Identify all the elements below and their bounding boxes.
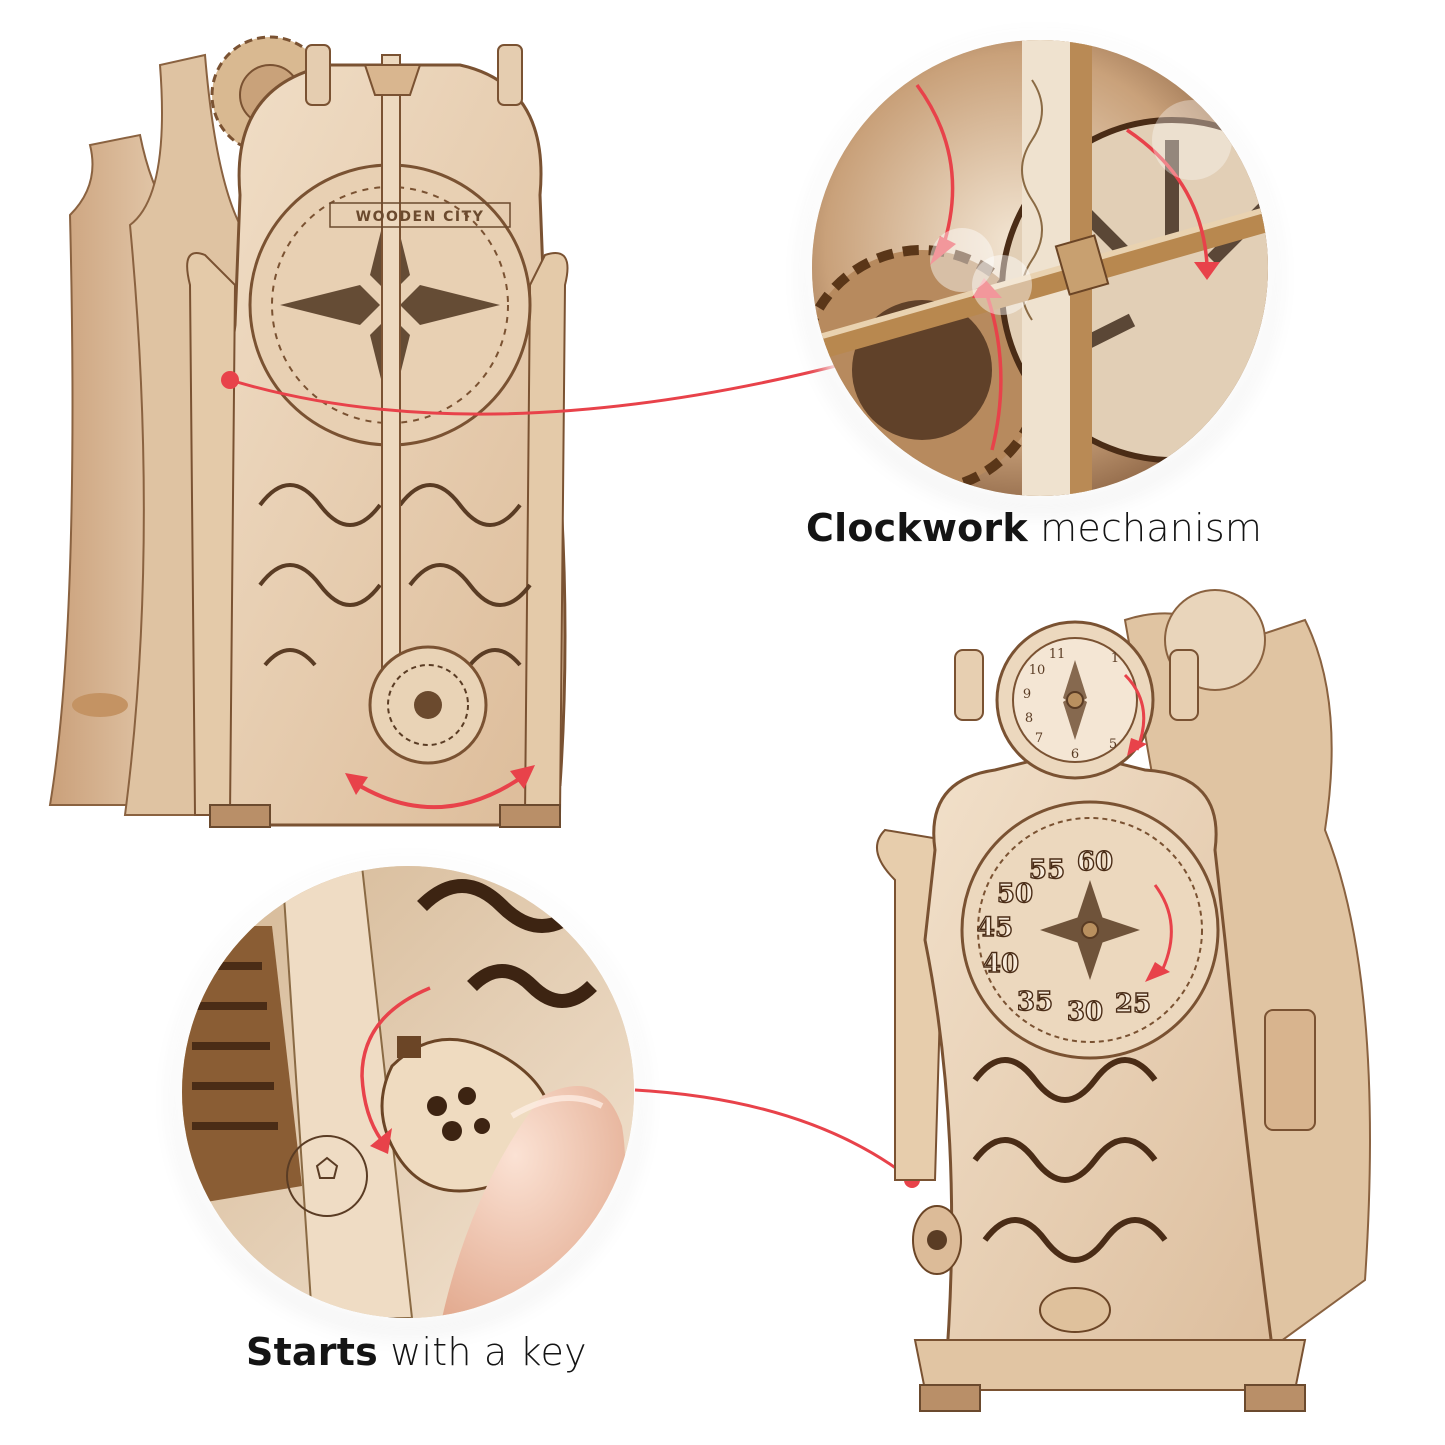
small-dial-number: 10 <box>1029 663 1046 678</box>
small-dial-number: 9 <box>1023 687 1031 702</box>
key-detail-image <box>182 866 634 1318</box>
large-dial-number: 30 <box>1067 997 1103 1027</box>
caption-starts-with-key: Starts with a key <box>246 1330 587 1374</box>
caption-clockwork-bold: Clockwork <box>806 506 1028 550</box>
pendulum-clock-back-view: WOODEN CITY <box>48 35 569 828</box>
clockwork-detail-image <box>812 40 1268 496</box>
caption-clockwork-mechanism: Clockwork mechanism <box>806 506 1262 550</box>
small-dial-number: 6 <box>1071 747 1079 762</box>
caption-key-bold: Starts <box>246 1330 378 1374</box>
key-detail-circle <box>182 866 634 1318</box>
small-dial-number: 1 <box>1111 651 1119 666</box>
large-dial-number: 50 <box>997 879 1033 909</box>
large-dial-number: 25 <box>1115 989 1151 1019</box>
small-dial-number: 7 <box>1035 731 1043 746</box>
large-dial-number: 45 <box>977 913 1013 943</box>
caption-key-regular: with a key <box>390 1330 587 1374</box>
large-dial-number: 35 <box>1017 987 1053 1017</box>
caption-clockwork-regular: mechanism <box>1040 506 1263 550</box>
small-dial-number: 8 <box>1025 711 1033 726</box>
callout-connector-clockwork <box>221 363 841 416</box>
large-dial-number: 40 <box>983 949 1019 979</box>
clockwork-detail-circle <box>812 40 1268 496</box>
large-dial-number: 55 <box>1029 855 1065 885</box>
engraved-brand-text: WOODEN CITY <box>356 209 485 225</box>
small-dial-number: 11 <box>1049 647 1066 662</box>
large-dial-number: 60 <box>1077 847 1113 877</box>
small-dial-number: 5 <box>1109 737 1117 752</box>
mantel-clock-front-view: 11 1 10 9 8 7 6 5 60 55 50 45 40 35 30 2… <box>876 589 1371 1412</box>
pendulum-swing-arrow-icon <box>345 765 535 809</box>
